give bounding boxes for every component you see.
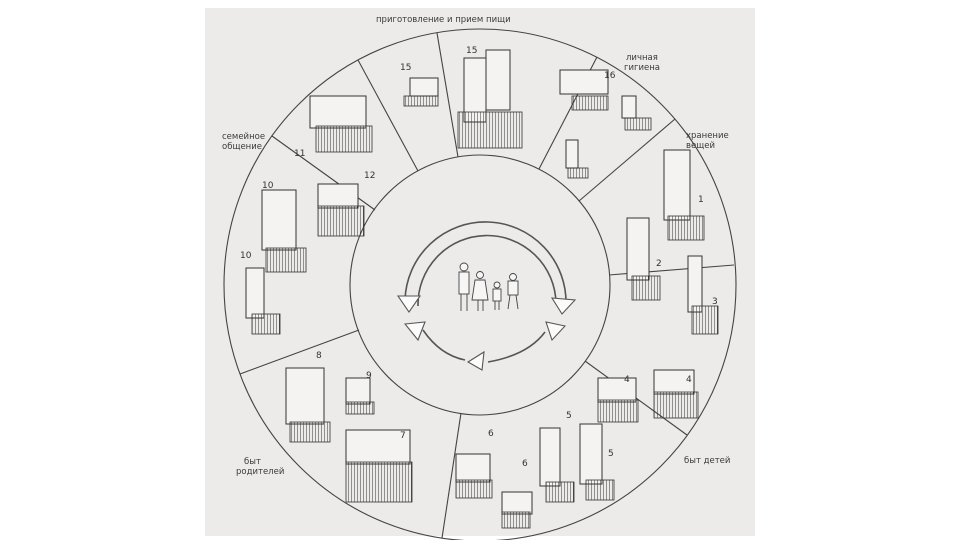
item-3: 3	[687, 255, 719, 335]
item-8: 8	[285, 351, 331, 443]
item-number: 10	[262, 181, 274, 191]
item-10b: 10	[240, 251, 281, 335]
item-14: 15	[457, 46, 523, 149]
item-10a: 10	[261, 181, 307, 273]
label-children: быт детей	[684, 456, 730, 466]
item-9: 9	[345, 371, 375, 415]
item-number: 8	[316, 351, 322, 361]
label-storage-1: хранение	[686, 131, 729, 141]
item-6b: 6	[501, 459, 533, 529]
item-number: 5	[608, 449, 614, 459]
label-hygiene-2: гигиена	[624, 63, 660, 73]
item-number: 5	[566, 411, 572, 421]
item-number: 16	[604, 71, 616, 81]
item-16	[565, 139, 589, 179]
item-number: 12	[364, 171, 375, 181]
item-number: 4	[686, 375, 692, 385]
item-12: 12	[317, 171, 375, 237]
item-5a: 5	[539, 411, 575, 503]
label-family-2: общение	[222, 142, 262, 152]
item-number: 11	[294, 149, 305, 159]
item-number: 2	[656, 259, 662, 269]
item-number: 15	[400, 63, 411, 73]
family-figures-icon	[458, 262, 519, 311]
label-parents-1: быт	[244, 457, 261, 467]
item-number: 9	[366, 371, 372, 381]
item-11: 11	[294, 95, 373, 159]
item-number: 4	[624, 375, 630, 385]
item-4a: 4	[597, 375, 639, 423]
label-family-1: семейное	[222, 132, 265, 142]
item-4b: 4	[653, 369, 699, 419]
item-15: 16	[559, 69, 652, 131]
item-number: 10	[240, 251, 252, 261]
item-number: 3	[712, 297, 718, 307]
label-hygiene-1: личная	[626, 53, 658, 63]
item-1: 1	[663, 149, 705, 241]
item-5b: 5	[579, 423, 615, 501]
cycle-arrows	[396, 221, 577, 371]
item-number: 6	[488, 429, 494, 439]
label-cooking: приготовление и прием пищи	[376, 15, 511, 25]
inner-ring	[349, 154, 611, 416]
outer-ring	[223, 28, 737, 540]
item-number: 1	[698, 195, 704, 205]
item-13: 15	[400, 63, 439, 107]
item-6a: 6	[455, 429, 494, 499]
item-7: 7	[345, 429, 413, 503]
item-number: 7	[400, 431, 406, 441]
label-parents-2: родителей	[236, 467, 284, 477]
label-storage-2: вещей	[686, 141, 715, 151]
item-number: 15	[466, 46, 477, 56]
item-number: 6	[522, 459, 528, 469]
item-2: 2	[626, 217, 662, 301]
